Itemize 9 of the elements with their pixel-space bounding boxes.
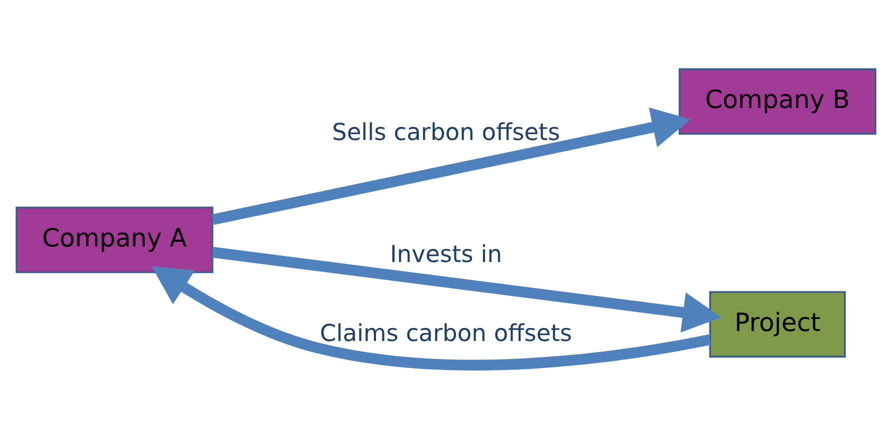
- arrow: [152, 266, 711, 370]
- arrow: [212, 106, 691, 224]
- node-box: Project: [709, 290, 846, 358]
- edge-label: Claims carbon offsets: [320, 318, 572, 347]
- edge-label: Invests in: [390, 240, 502, 268]
- edge-label: Sells carbon offsets: [332, 117, 560, 146]
- arrow: [212, 246, 722, 332]
- node-box: Company B: [678, 68, 876, 134]
- node-box: Company A: [16, 206, 214, 273]
